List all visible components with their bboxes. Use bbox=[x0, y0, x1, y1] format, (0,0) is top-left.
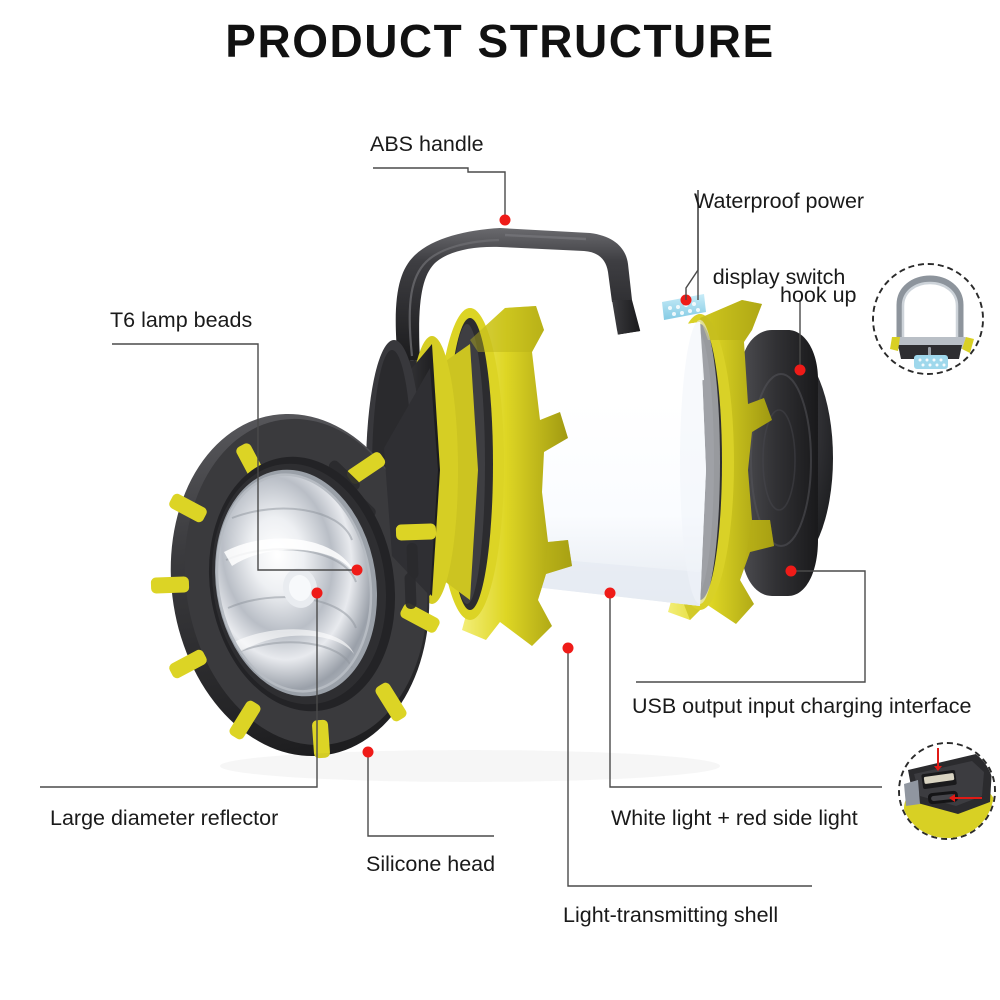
callout-large-diameter-reflector: Large diameter reflector bbox=[50, 806, 279, 830]
callout-white-light-red-side-light: White light + red side light bbox=[611, 806, 858, 830]
leader-large-diameter-reflector bbox=[40, 587, 323, 788]
callout-silicone-head: Silicone head bbox=[366, 852, 496, 876]
leader-hook-up bbox=[794, 300, 806, 376]
callout-abs-handle: ABS handle bbox=[370, 132, 484, 156]
micro-usb-port-icon bbox=[927, 790, 959, 805]
usb-port-detail-inset bbox=[898, 742, 996, 840]
callout-line-1: Waterproof power bbox=[694, 188, 865, 213]
leader-silicone-head bbox=[362, 746, 494, 837]
leader-abs-handle bbox=[373, 167, 511, 226]
leader-white-red-light bbox=[604, 587, 882, 788]
hook-up-detail-inset bbox=[872, 263, 984, 375]
switch-blue bbox=[914, 355, 948, 369]
inset-pointer-arrows bbox=[934, 748, 982, 802]
callout-light-transmitting-shell: Light-transmitting shell bbox=[563, 903, 779, 927]
callout-hook-up: hook up bbox=[780, 283, 857, 307]
callout-waterproof-power-display-switch: Waterproof power display switch bbox=[694, 138, 864, 341]
leader-usb-interface bbox=[636, 565, 866, 683]
hook-bail-icon bbox=[896, 275, 964, 345]
large-diameter-reflector bbox=[214, 469, 378, 697]
usb-a-port-icon bbox=[921, 769, 957, 790]
page-title: PRODUCT STRUCTURE bbox=[225, 15, 775, 67]
leader-light-transmitting-shell bbox=[562, 642, 812, 887]
callout-t6-lamp-beads: T6 lamp beads bbox=[110, 308, 253, 332]
leader-waterproof-switch bbox=[680, 190, 699, 306]
callout-usb-output-input-charging-interface: USB output input charging interface bbox=[632, 694, 972, 718]
leader-t6-lamp-beads bbox=[112, 343, 363, 576]
callout-line-2: display switch bbox=[712, 264, 846, 289]
t6-lamp-bead bbox=[282, 568, 318, 608]
